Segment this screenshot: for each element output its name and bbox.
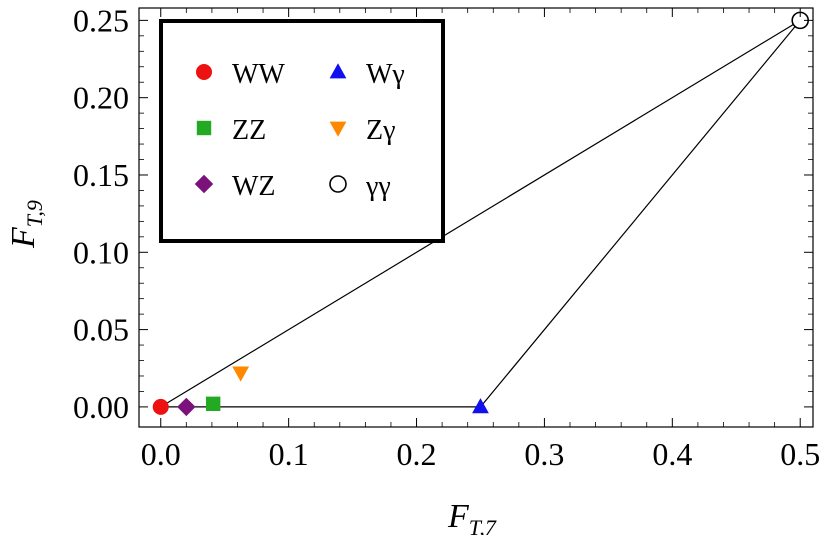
legend-marker [329,63,347,79]
x-tick-label: 0.0 [141,436,181,472]
legend-marker [196,120,212,136]
boundary-line [160,19,801,408]
legend-label: ZZ [232,115,266,146]
y-axis: 0.00 0.05 0.10 0.15 0.20 0.25 [73,2,813,425]
legend-marker [196,64,212,80]
x-tick-label: 0.2 [397,436,437,472]
legend-label: Wγ [366,59,405,90]
x-axis: 0.0 0.1 0.2 0.3 0.4 0.5 [141,8,820,472]
x-axis-label: FT,7 [447,498,497,535]
y-tick-label: 0.10 [73,234,129,270]
y-tick-label: 0.20 [73,80,129,116]
x-tick-label: 0.3 [524,436,564,472]
x-tick-label: 0.4 [652,436,692,472]
legend-label: WW [232,59,285,90]
legend-marker [329,175,347,193]
legend-label: Zγ [366,115,395,146]
y-axis-label: FT,9 [5,200,47,249]
plot-border [138,7,814,428]
data-point [177,397,196,417]
x-tick-label: 0.5 [780,436,820,472]
data-point [472,398,489,414]
y-tick-label: 0.00 [73,389,129,425]
legend-label: γγ [365,171,391,202]
data-point [232,366,250,382]
data-point [205,396,221,412]
y-tick-label: 0.25 [73,2,129,38]
x-tick-label: 0.1 [269,436,309,472]
legend-label: WZ [232,171,276,202]
boundary-triangle [160,19,801,408]
legend-marker [194,174,214,194]
y-tick-label: 0.05 [73,312,129,348]
legend-marker [329,121,347,137]
data-point [152,398,169,415]
y-tick-label: 0.15 [73,157,129,193]
plot-frame [138,7,814,428]
